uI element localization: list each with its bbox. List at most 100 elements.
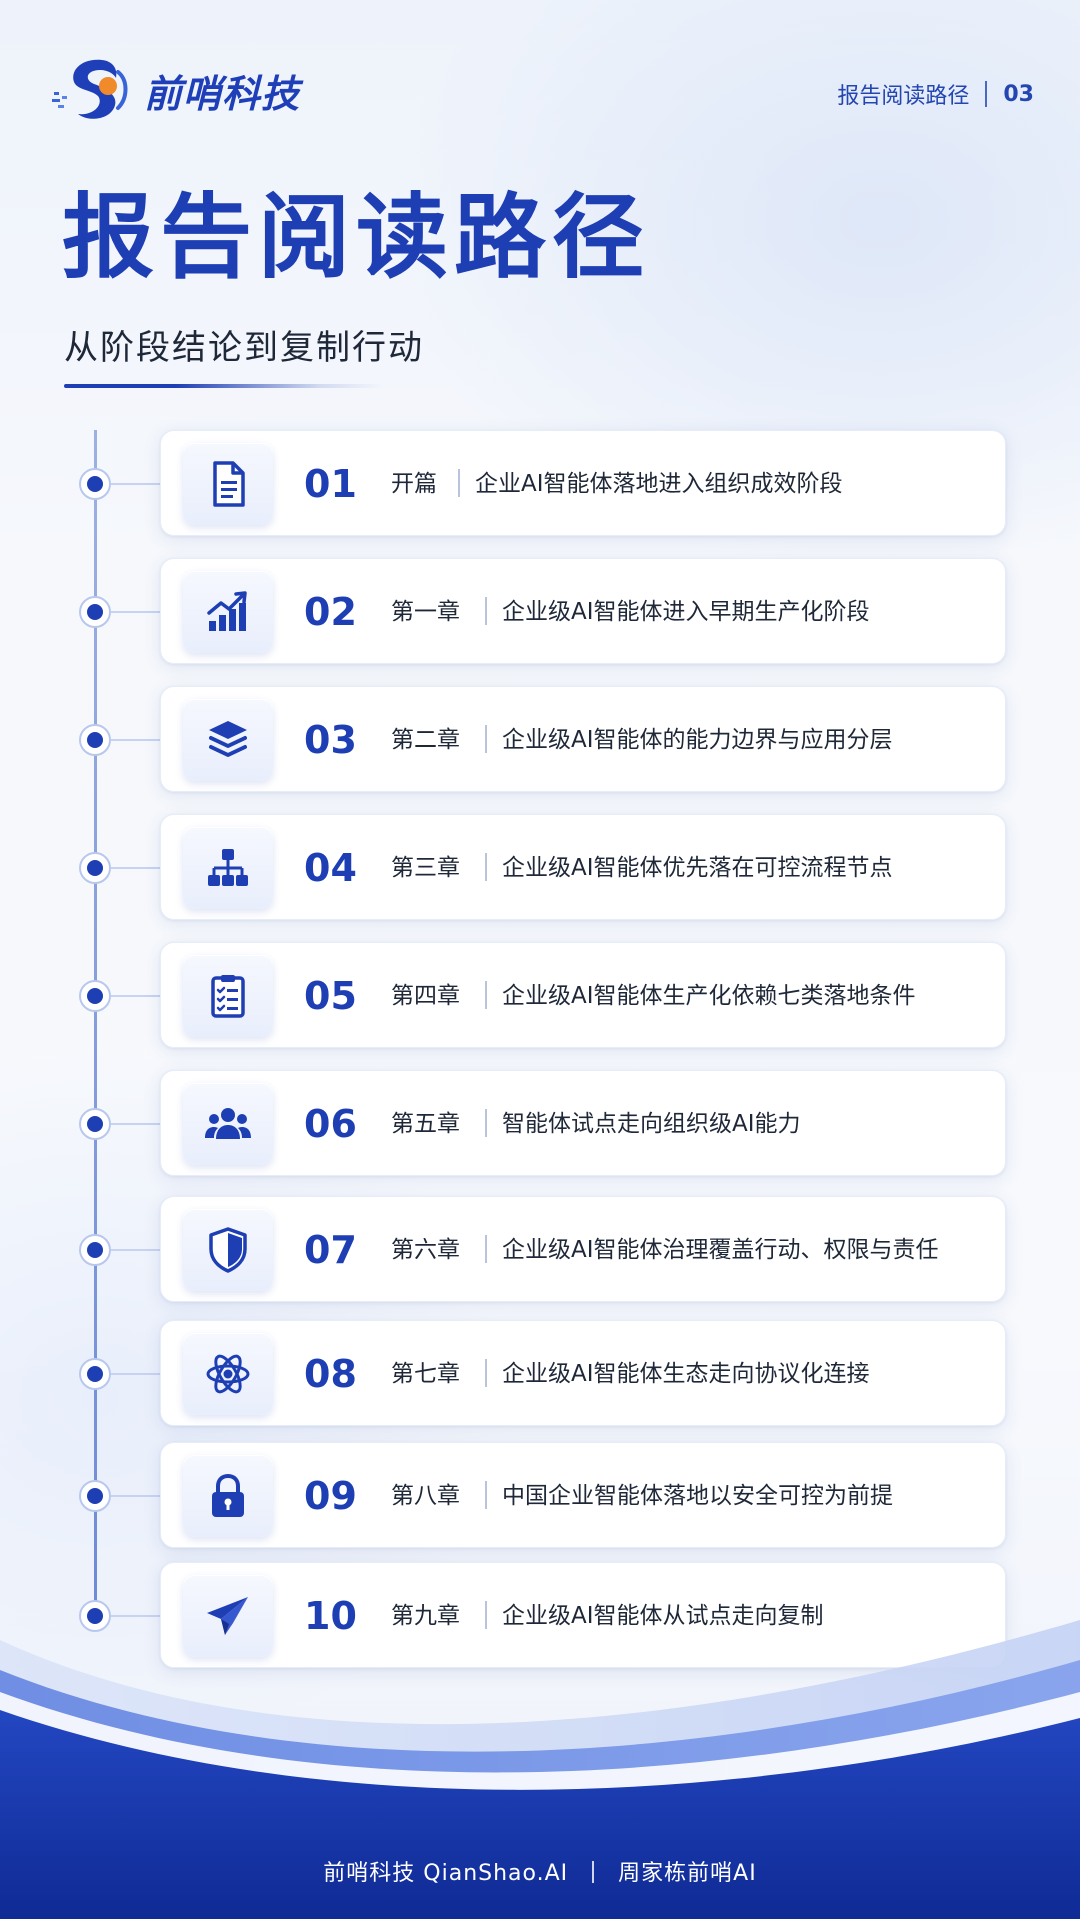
document-icon (213, 461, 245, 507)
list-item[interactable]: 05 第四章 企业级AI智能体生产化依赖七类落地条件 (0, 942, 1080, 1048)
chapter-divider (485, 1601, 487, 1629)
icon-tile (183, 1209, 273, 1291)
timeline-dot (79, 724, 111, 756)
chapter-number: 08 (304, 1352, 357, 1396)
hierarchy-icon (208, 849, 248, 886)
chapter-card[interactable]: 01 开篇 企业AI智能体落地进入组织成效阶段 (160, 430, 1006, 536)
chapter-number: 01 (304, 462, 357, 506)
chapter-title: 企业级AI智能体生产化依赖七类落地条件 (502, 983, 916, 1009)
timeline-connector (111, 1249, 161, 1251)
timeline-line (94, 430, 97, 1615)
timeline-dot (79, 1600, 111, 1632)
chapter-number: 04 (304, 846, 357, 890)
timeline-dot (79, 1358, 111, 1390)
paper-plane-icon (207, 1597, 248, 1635)
chapter-divider (485, 1235, 487, 1263)
section-label: 报告阅读路径 (837, 84, 970, 109)
list-item[interactable]: 07 第六章 企业级AI智能体治理覆盖行动、权限与责任 (0, 1196, 1080, 1302)
chapter-label: 第七章 (391, 1361, 460, 1387)
chapter-divider (485, 1109, 487, 1137)
timeline-dot (79, 980, 111, 1012)
chapter-title: 企业级AI智能体治理覆盖行动、权限与责任 (502, 1237, 939, 1263)
icon-tile (183, 827, 273, 909)
timeline-connector (111, 995, 161, 997)
chapter-title: 企业级AI智能体从试点走向复制 (502, 1603, 824, 1629)
list-item[interactable]: 02 第一章 企业级AI智能体进入早期生产化阶段 (0, 558, 1080, 664)
chapter-label: 第九章 (391, 1603, 460, 1629)
chapter-divider (485, 853, 487, 881)
footer-wave-decoration (0, 1620, 1080, 1919)
timeline-connector (111, 1615, 161, 1617)
timeline-connector (111, 1123, 161, 1125)
chapter-divider (485, 597, 487, 625)
chapter-divider (485, 981, 487, 1009)
footer-left-text: 前哨科技 QianShao.AI (323, 1861, 569, 1886)
chapter-card[interactable]: 03 第二章 企业级AI智能体的能力边界与应用分层 (160, 686, 1006, 792)
chapter-title: 智能体试点走向组织级AI能力 (502, 1111, 801, 1137)
chapter-label: 第六章 (391, 1237, 460, 1263)
icon-tile (183, 699, 273, 781)
chapter-label: 第三章 (391, 855, 460, 881)
chapter-label: 第五章 (391, 1111, 460, 1137)
chapter-label: 第八章 (391, 1483, 460, 1509)
checklist-icon (211, 975, 245, 1018)
chapter-card[interactable]: 06 第五章 智能体试点走向组织级AI能力 (160, 1070, 1006, 1176)
chapter-card[interactable]: 10 第九章 企业级AI智能体从试点走向复制 (160, 1562, 1006, 1668)
chapter-title: 企业级AI智能体生态走向协议化连接 (502, 1361, 870, 1387)
chapter-card[interactable]: 08 第七章 企业级AI智能体生态走向协议化连接 (160, 1320, 1006, 1426)
list-item[interactable]: 06 第五章 智能体试点走向组织级AI能力 (0, 1070, 1080, 1176)
list-item[interactable]: 01 开篇 企业AI智能体落地进入组织成效阶段 (0, 430, 1080, 536)
page-subtitle: 从阶段结论到复制行动 (64, 328, 424, 368)
timeline-dot (79, 1108, 111, 1140)
list-item[interactable]: 08 第七章 企业级AI智能体生态走向协议化连接 (0, 1320, 1080, 1426)
timeline-dot (79, 1234, 111, 1266)
timeline-connector (111, 739, 161, 741)
chapter-title: 企业级AI智能体的能力边界与应用分层 (502, 727, 893, 753)
chapter-label: 第一章 (391, 599, 460, 625)
chapter-title: 企业级AI智能体进入早期生产化阶段 (502, 599, 870, 625)
chapter-label: 第四章 (391, 983, 460, 1009)
icon-tile (183, 571, 273, 653)
chapter-number: 07 (304, 1228, 357, 1272)
timeline-connector (111, 867, 161, 869)
list-item[interactable]: 10 第九章 企业级AI智能体从试点走向复制 (0, 1562, 1080, 1668)
chapter-label: 第二章 (391, 727, 460, 753)
chapter-card[interactable]: 02 第一章 企业级AI智能体进入早期生产化阶段 (160, 558, 1006, 664)
icon-tile (183, 443, 273, 525)
chapter-title: 企业AI智能体落地进入组织成效阶段 (475, 471, 843, 497)
timeline-connector (111, 1495, 161, 1497)
chapter-number: 03 (304, 718, 357, 762)
atom-icon (206, 1354, 250, 1394)
list-item[interactable]: 04 第三章 企业级AI智能体优先落在可控流程节点 (0, 814, 1080, 920)
icon-tile (183, 1575, 273, 1657)
timeline-dot (79, 596, 111, 628)
chapter-card[interactable]: 04 第三章 企业级AI智能体优先落在可控流程节点 (160, 814, 1006, 920)
chapter-label: 开篇 (391, 471, 437, 497)
chapter-number: 10 (304, 1594, 357, 1638)
growth-chart-icon (207, 591, 247, 631)
chapter-card[interactable]: 07 第六章 企业级AI智能体治理覆盖行动、权限与责任 (160, 1196, 1006, 1302)
icon-tile (183, 955, 273, 1037)
chapter-number: 09 (304, 1474, 357, 1518)
chapter-number: 05 (304, 974, 357, 1018)
logo-mark-icon (52, 59, 128, 119)
chapter-card[interactable]: 09 第八章 中国企业智能体落地以安全可控为前提 (160, 1442, 1006, 1548)
list-item[interactable]: 03 第二章 企业级AI智能体的能力边界与应用分层 (0, 686, 1080, 792)
timeline-dot (79, 468, 111, 500)
lock-icon (212, 1473, 244, 1517)
icon-tile (183, 1455, 273, 1537)
timeline-connector (111, 483, 161, 485)
chapter-card[interactable]: 05 第四章 企业级AI智能体生产化依赖七类落地条件 (160, 942, 1006, 1048)
timeline-connector (111, 1373, 161, 1375)
icon-tile (183, 1083, 273, 1165)
list-item[interactable]: 09 第八章 中国企业智能体落地以安全可控为前提 (0, 1442, 1080, 1548)
timeline-dot (79, 852, 111, 884)
header-section-indicator: 报告阅读路径 03 (837, 78, 1034, 110)
chapter-divider (485, 1359, 487, 1387)
chapter-title: 企业级AI智能体优先落在可控流程节点 (502, 855, 893, 881)
chapter-number: 02 (304, 590, 357, 634)
brand-logo: 前哨科技 (52, 52, 300, 128)
timeline-connector (111, 611, 161, 613)
footer-divider (592, 1861, 595, 1883)
chapter-divider (485, 725, 487, 753)
